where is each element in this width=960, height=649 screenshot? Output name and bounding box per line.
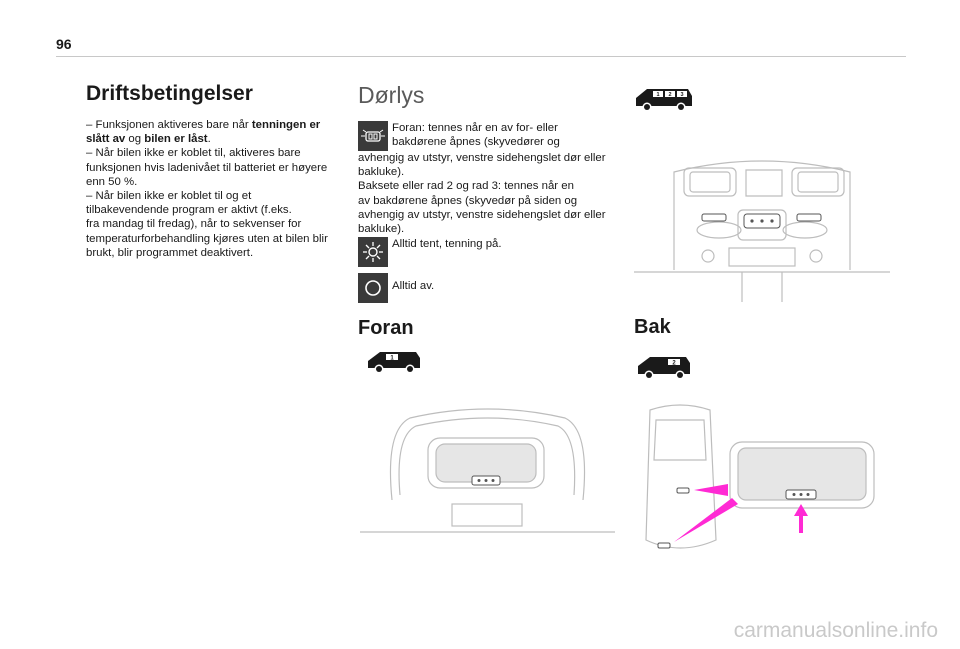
van-badge-2: 2 [668, 92, 671, 98]
line-4: funksjonen hvis ladenivået til batteriet… [86, 161, 328, 174]
foran-text-2: bakdørene åpnes (skyvedører og [392, 136, 560, 149]
rear-overhead-console-illustration [634, 160, 890, 302]
foran-text-1: Foran: tennes når en av for- eller [392, 122, 558, 134]
front-overhead-console-illustration [360, 408, 615, 533]
van-badge-1: 1 [656, 92, 659, 98]
rear-lights-illustration [645, 404, 875, 549]
door-light-icon [358, 121, 388, 151]
top-rule [56, 56, 906, 57]
van-badge-bak: 2 [672, 361, 676, 367]
always-on-row: Alltid tent, tenning på. [358, 237, 618, 268]
line-8: fra mandag til fredag), når to sekvenser… [86, 218, 302, 231]
van-icon-foran: 1 [368, 352, 420, 374]
sun-icon [358, 237, 388, 268]
foran-text-3: avhengig av utstyr, venstre sidehengslet… [358, 152, 606, 164]
heading-bak: Bak [634, 316, 671, 338]
line-1: – Funksjonen aktiveres bare når tenninge… [86, 119, 321, 131]
circle-icon [358, 273, 388, 304]
line-3: – Når bilen ikke er koblet til, aktivere… [86, 147, 301, 160]
watermark: carmanualsonline.info [733, 619, 938, 642]
van-icon-3-rows: 1 2 3 [636, 89, 692, 112]
van-badge: 1 [390, 356, 394, 362]
bak-text-3: avhengig av utstyr, venstre sidehengslet… [358, 208, 606, 221]
foran-text-4: bakluke). [358, 166, 405, 179]
line-2: slått av og bilen er låst. [86, 133, 211, 146]
line-10: brukt, blir programmet deaktivert. [86, 246, 254, 259]
page-number: 96 [56, 36, 72, 52]
line-5: enn 50 %. [86, 175, 138, 188]
always-off-row: Alltid av. [358, 273, 618, 304]
heading-driftsbetingelser: Driftsbetingelser [86, 82, 253, 105]
van-icon-bak: 2 [638, 357, 690, 380]
bak-text-1: Baksete eller rad 2 og rad 3: tennes når… [358, 180, 574, 193]
bak-text-4: bakluke). [358, 223, 405, 236]
line-7: tilbakevendende program er aktivt (f.eks… [86, 204, 292, 217]
heading-dorlys: Dørlys [358, 82, 425, 108]
always-on-text: Alltid tent, tenning på. [392, 238, 502, 251]
column-dorlys: Dørlys Foran: tennes når en av for- elle… [358, 82, 618, 340]
bak-text-2: av bakdørene åpnes (skyvedør på siden og [358, 194, 578, 207]
always-off-text: Alltid av. [392, 280, 435, 293]
column-driftsbetingelser: Driftsbetingelser – Funksjonen aktiveres… [86, 82, 342, 260]
line-9: temperaturforbehandling kjøres uten at b… [86, 232, 328, 245]
line-6: – Når bilen ikke er koblet til og et [86, 190, 252, 203]
door-light-row: Foran: tennes når en av for- eller bakdø… [358, 121, 618, 151]
heading-foran: Foran [358, 317, 414, 340]
van-badge-3: 3 [680, 92, 683, 98]
